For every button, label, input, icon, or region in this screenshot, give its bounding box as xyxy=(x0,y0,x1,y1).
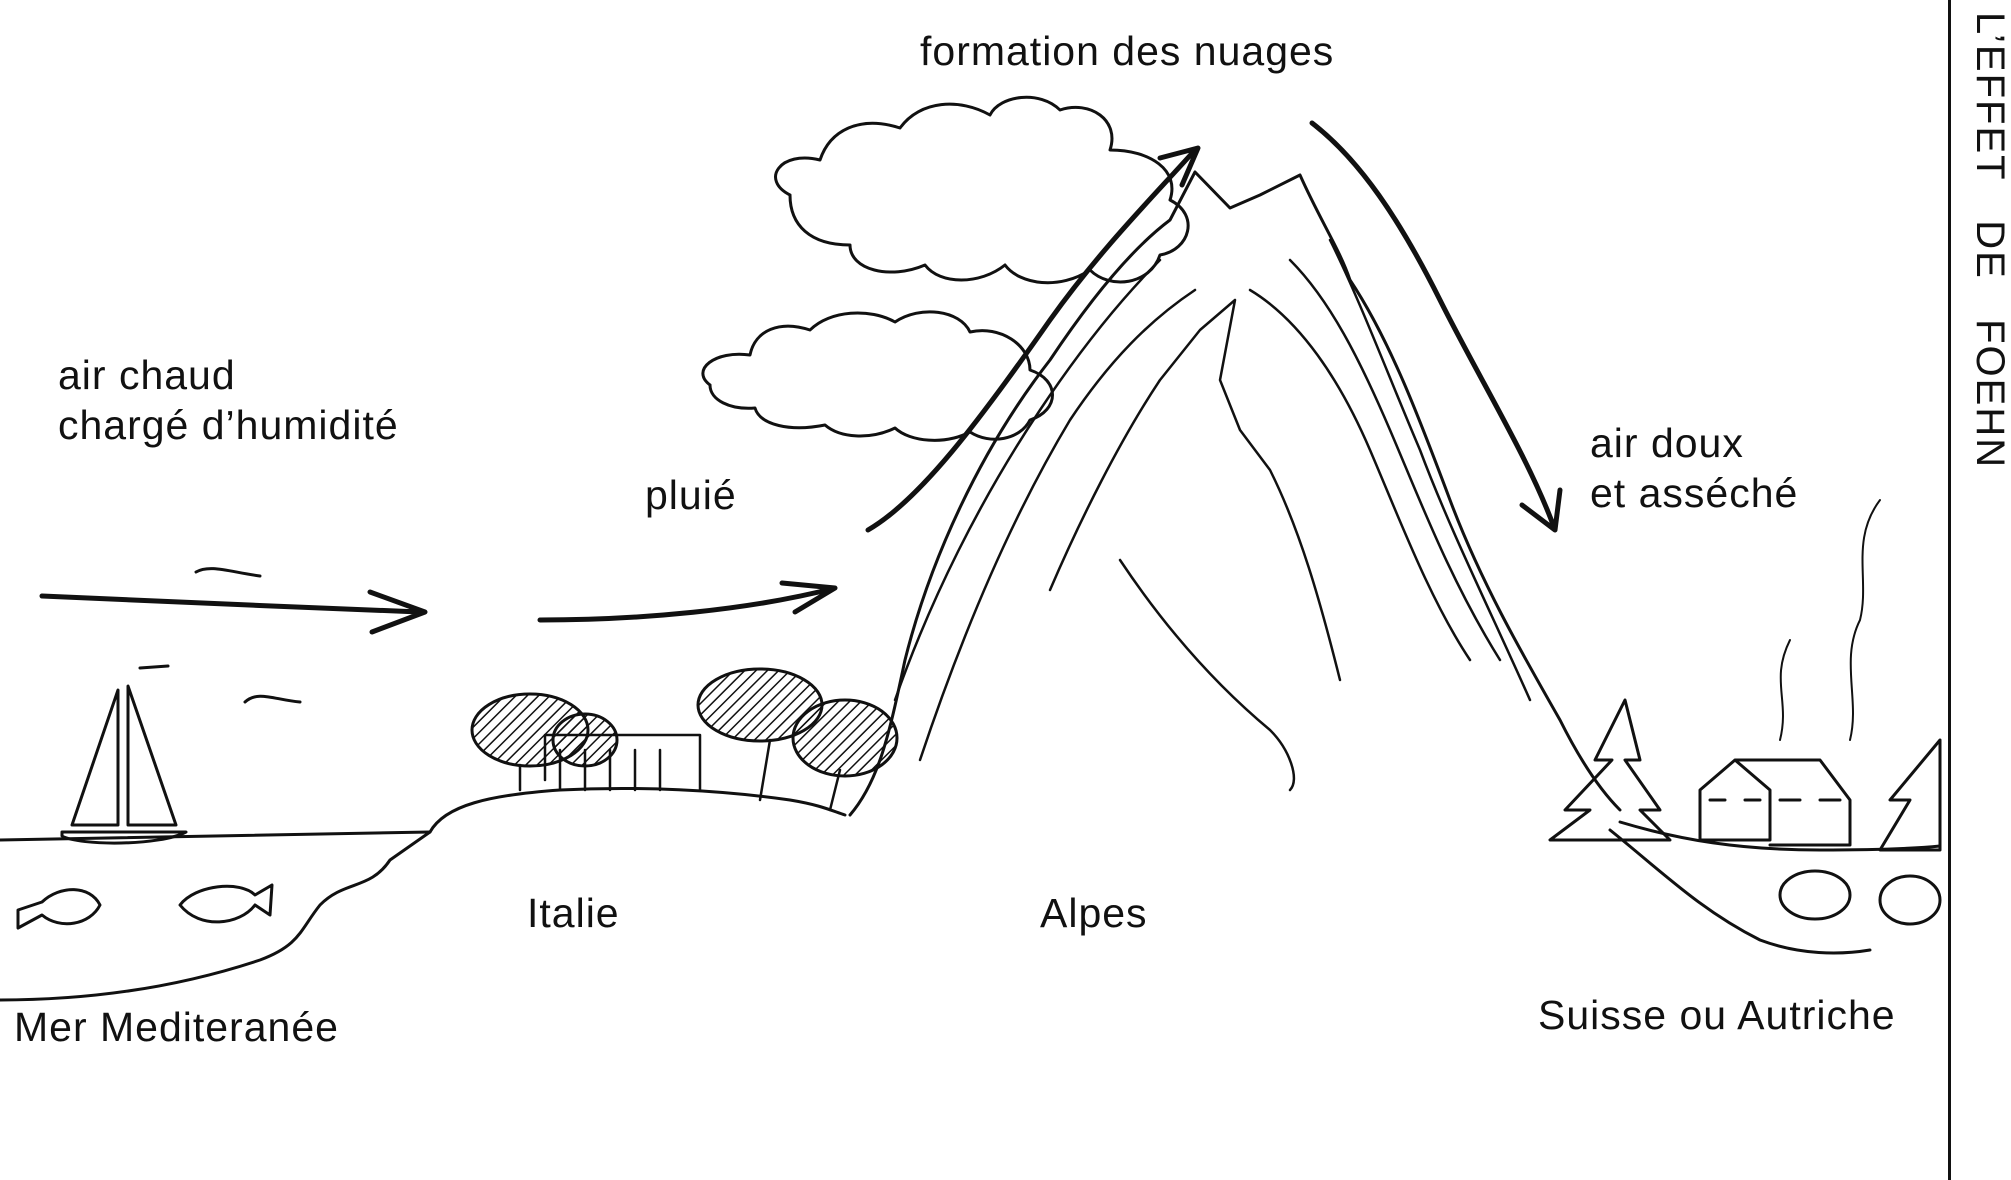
villa-outline xyxy=(518,733,842,812)
fir-tree-icon-right xyxy=(1878,738,1942,852)
alps-ridge-1 xyxy=(893,258,1162,702)
alps-outline xyxy=(848,170,1622,817)
label-warm-air-line-2: chargé d’humidité xyxy=(58,402,399,449)
warm-air-arrow-1 xyxy=(39,589,428,635)
house-icon xyxy=(1698,758,1852,847)
side-title: L’EFFET DE FOEHN xyxy=(1968,12,2011,470)
fish-icon-right xyxy=(178,883,274,924)
fir-tree-icon xyxy=(1548,698,1672,842)
label-switzerland-austria: Suisse ou Autriche xyxy=(1538,992,1896,1038)
label-alps: Alpes xyxy=(1040,890,1148,936)
warm-air-arrow-2 xyxy=(537,580,838,623)
label-mediterranean-sea: Mer Mediteranée xyxy=(14,1004,339,1050)
plain-slope xyxy=(1608,828,1872,955)
tree-icon-4 xyxy=(791,698,899,778)
label-warm-air-line-1: air chaud xyxy=(58,352,236,398)
alps-ridge-7 xyxy=(1328,238,1532,702)
label-cloud-formation: formation des nuages xyxy=(920,28,1335,74)
plain-ground xyxy=(1618,820,1942,852)
cloud-lower xyxy=(701,310,1054,442)
alps-ridge-3 xyxy=(1048,298,1342,682)
side-divider xyxy=(1948,0,1951,1180)
bird-icon-1 xyxy=(194,567,262,578)
cloud-upper xyxy=(774,95,1190,285)
label-dry-air-line-2: et asséché xyxy=(1590,470,1799,517)
alps-ridge-2 xyxy=(918,288,1197,762)
sheep-icon-2 xyxy=(1878,874,1942,926)
alps-ridge-5 xyxy=(1248,288,1472,662)
label-dry-air: air doux et asséché xyxy=(1590,418,1798,518)
alps-ridge-6 xyxy=(1288,258,1502,662)
rising-air-arrow xyxy=(865,145,1201,533)
descending-air-arrow xyxy=(1309,120,1563,533)
label-rain: pluié xyxy=(645,472,737,518)
fish-icon-left xyxy=(16,888,102,930)
bird-icon-2 xyxy=(243,694,302,704)
smoke-line xyxy=(1779,499,1881,741)
sheep-icon-1 xyxy=(1778,869,1852,921)
label-italy: Italie xyxy=(527,890,620,936)
label-dry-air-line-1: air doux xyxy=(1590,420,1744,466)
coastline xyxy=(0,786,847,1002)
alps-ridge-4 xyxy=(1118,558,1296,792)
sailboat-icon xyxy=(60,664,188,845)
label-warm-air: air chaud chargé d’humidité xyxy=(58,350,399,450)
